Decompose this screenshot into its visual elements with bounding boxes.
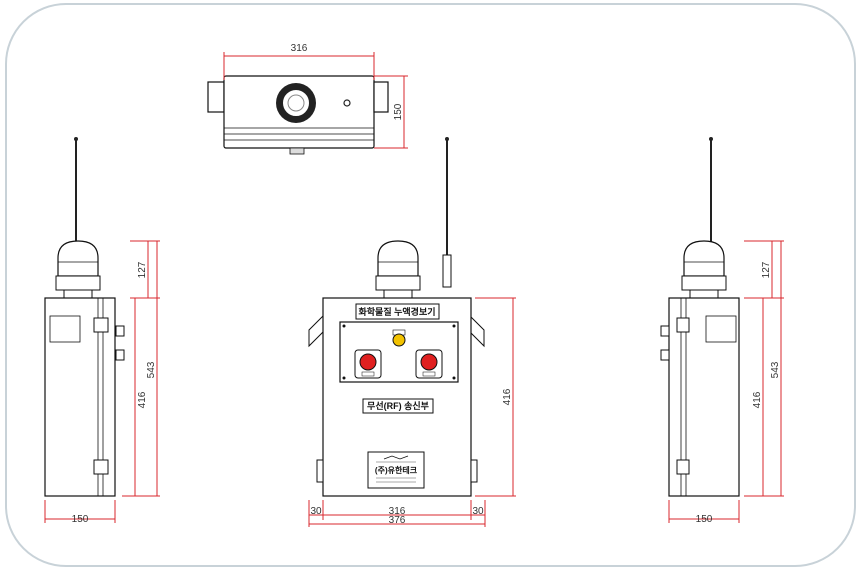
dim-right-total-height: 543 <box>770 361 781 378</box>
front-view: 화학물질 누액경보기 무선(RF) 송신부 (주)유한테크 416 <box>308 137 516 527</box>
top-sensor-icon <box>343 99 351 107</box>
company-logo-icon <box>383 455 409 460</box>
dim-right-width: 150 <box>696 514 713 525</box>
front-title: 화학물질 누액경보기 <box>358 306 435 317</box>
dim-right-lamp-height: 127 <box>761 261 772 278</box>
dim-left-lamp-height: 127 <box>137 261 148 278</box>
company-name: (주)유한테크 <box>375 465 418 475</box>
front-subtitle-plate <box>362 398 434 414</box>
dim-top-width: 316 <box>291 43 308 54</box>
status-lamp-icon <box>392 333 406 347</box>
dim-front-total-width: 376 <box>389 515 406 526</box>
right-red-button[interactable] <box>420 353 438 371</box>
dim-top-depth: 150 <box>393 103 404 120</box>
front-title-plate <box>355 303 440 320</box>
dim-front-body-width: 316 <box>389 506 406 517</box>
dim-right-body-height: 416 <box>752 391 763 408</box>
top-view: 316 150 <box>207 43 408 155</box>
left-lamp-icon <box>57 240 99 277</box>
left-red-button[interactable] <box>359 353 377 371</box>
dim-front-left-margin: 30 <box>310 506 322 517</box>
dim-left-width: 150 <box>72 514 89 525</box>
right-lamp-icon <box>683 240 725 277</box>
top-left-bracket <box>207 81 225 113</box>
front-subtitle: 무선(RF) 송신부 <box>367 400 429 411</box>
top-right-bracket <box>373 81 389 113</box>
dim-left-body-height: 416 <box>137 391 148 408</box>
frame-border <box>5 3 856 567</box>
left-side-view: 127 543 416 150 <box>44 137 160 525</box>
dim-front-right-margin: 30 <box>472 506 484 517</box>
front-lamp-icon <box>377 240 419 277</box>
right-side-view: 127 543 416 150 <box>660 137 784 525</box>
dim-left-total-height: 543 <box>146 361 157 378</box>
dim-front-body-height: 416 <box>502 388 513 405</box>
